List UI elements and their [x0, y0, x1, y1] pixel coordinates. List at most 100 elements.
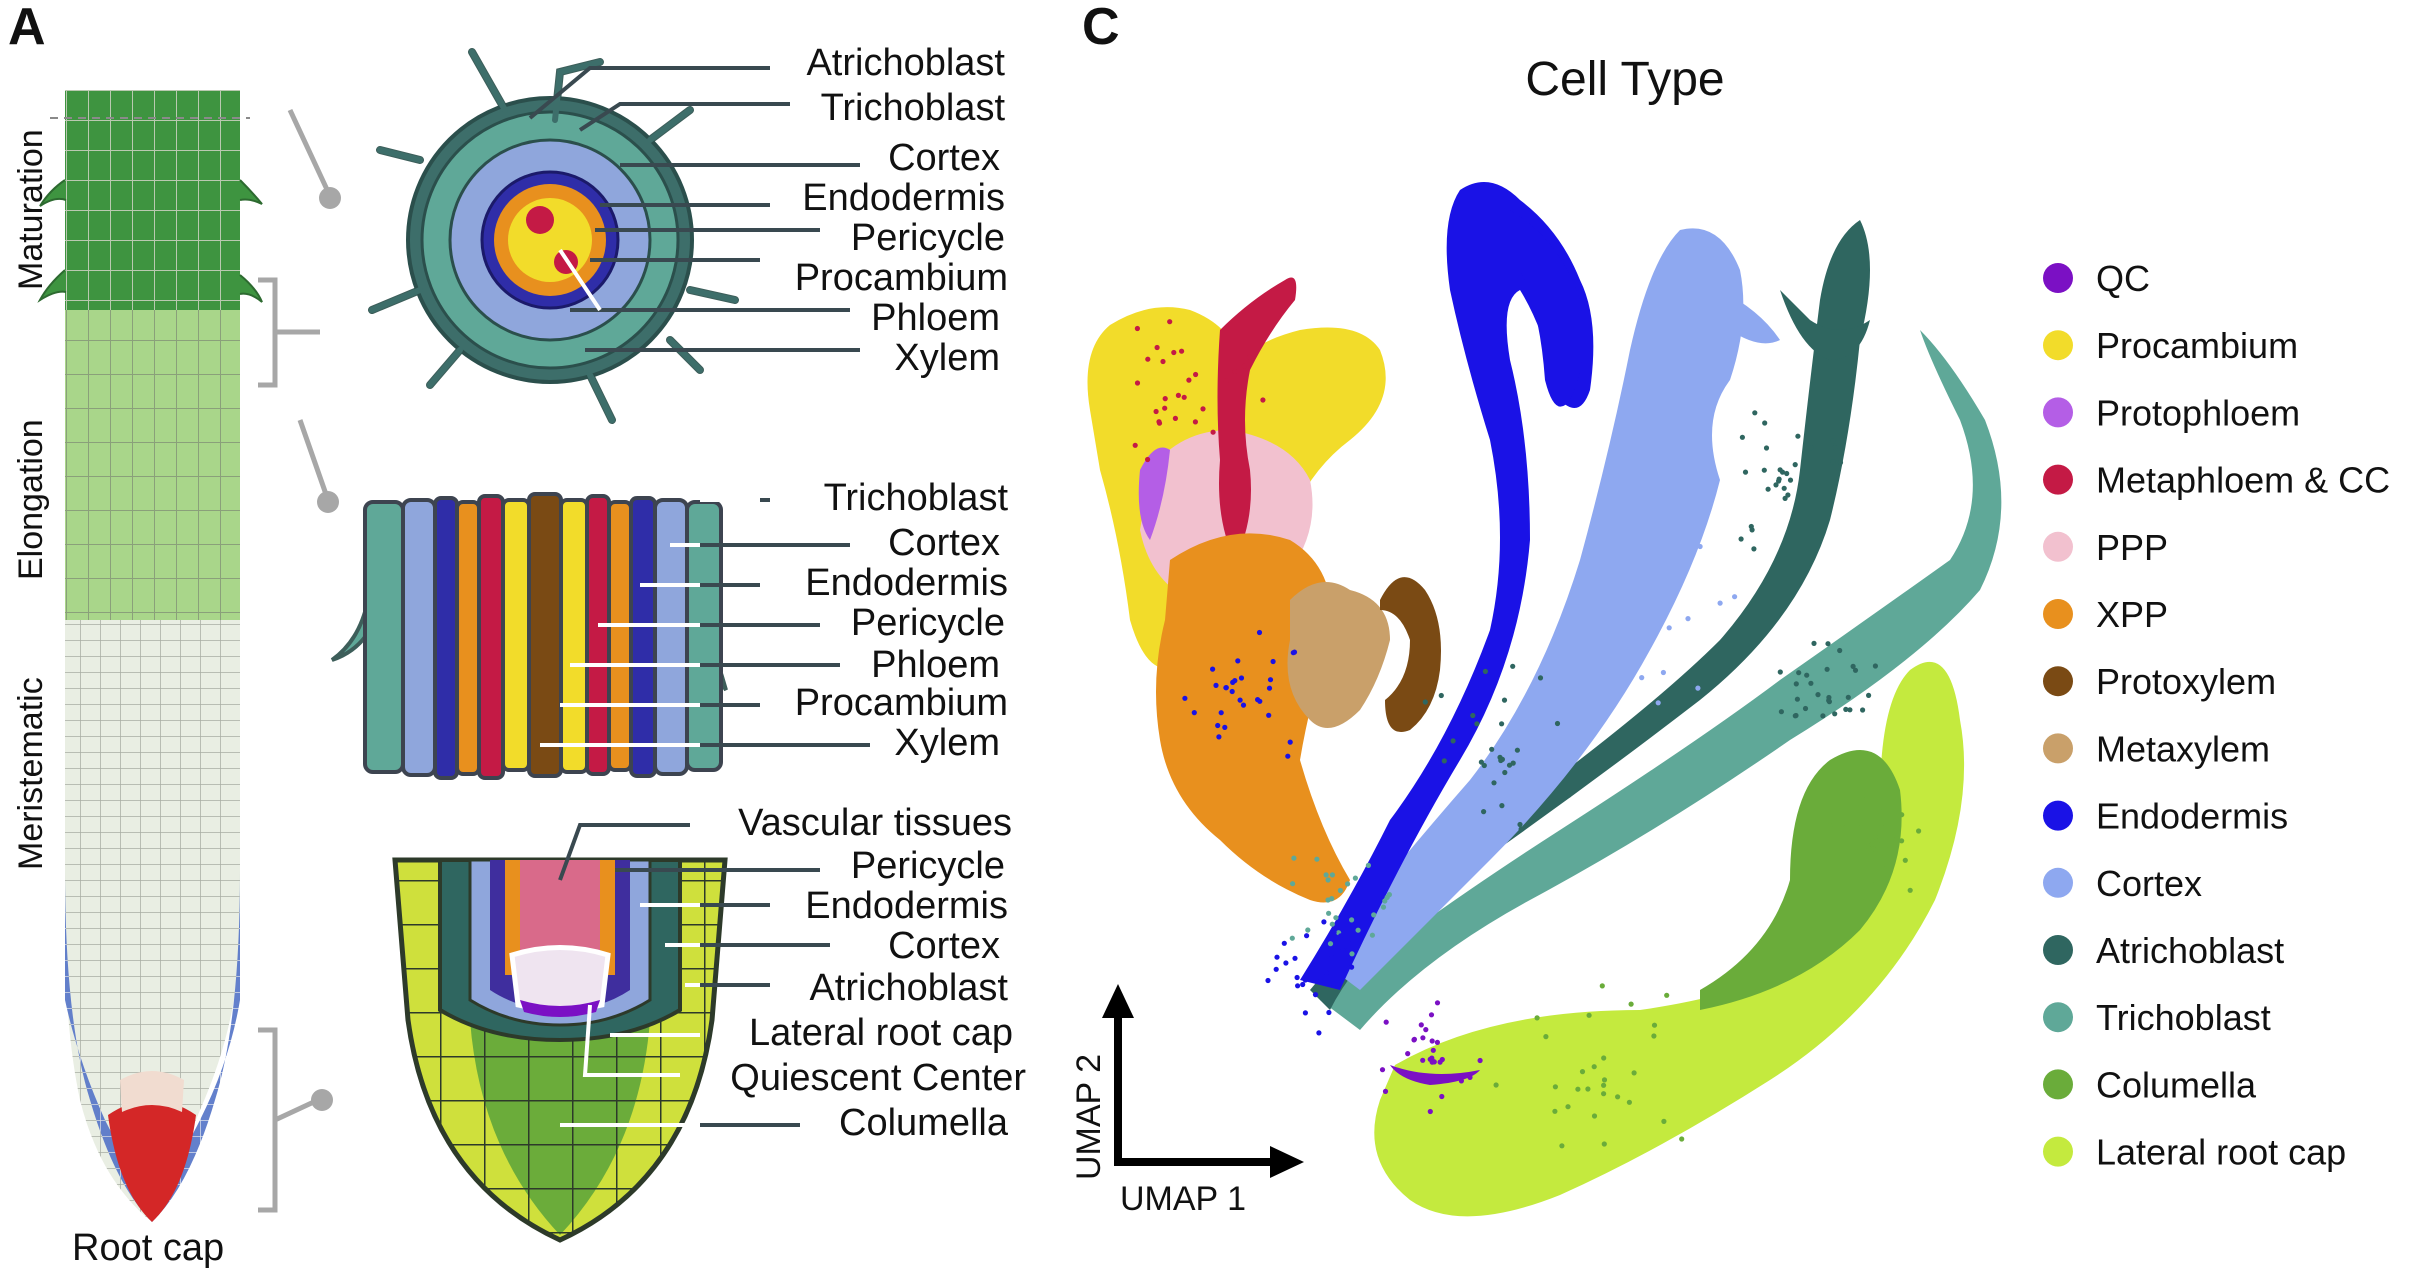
- scatter-point: [1371, 912, 1376, 917]
- scatter-point: [1618, 640, 1623, 645]
- legend-swatch: [2043, 1069, 2073, 1099]
- scatter-point: [1825, 641, 1830, 646]
- scatter-point: [1489, 747, 1494, 752]
- scatter-point: [1292, 650, 1297, 655]
- scatter-point: [1826, 698, 1831, 703]
- scatter-point: [1796, 670, 1801, 675]
- scatter-point: [1290, 881, 1295, 886]
- scatter-point: [1435, 1000, 1440, 1005]
- label-phloem-elong: Phloem: [871, 644, 1000, 686]
- scatter-point: [1651, 624, 1656, 629]
- scatter-point: [1880, 863, 1885, 868]
- scatter-point: [1428, 1109, 1433, 1114]
- scatter-point: [1438, 1060, 1443, 1065]
- scatter-point: [1451, 738, 1456, 743]
- scatter-point: [1718, 601, 1723, 606]
- scatter-point: [1632, 1070, 1637, 1075]
- scatter-point: [1585, 1086, 1590, 1091]
- scatter-point: [1232, 369, 1237, 374]
- label-atrichoblast-tip: Atrichoblast: [809, 967, 1008, 1009]
- scatter-point: [1732, 594, 1737, 599]
- scatter-point: [1740, 435, 1745, 440]
- scatter-point: [1639, 675, 1644, 680]
- legend-swatch: [2043, 733, 2073, 763]
- scatter-point: [1230, 680, 1235, 685]
- legend-swatch: [2043, 868, 2073, 898]
- scatter-point: [1543, 1034, 1548, 1039]
- label-vascular-tissues: Vascular tissues: [738, 802, 1012, 844]
- scatter-point: [1510, 664, 1515, 669]
- scatter-point: [1216, 734, 1221, 739]
- cluster-protoxylem: [1380, 577, 1441, 732]
- scatter-point: [1186, 378, 1191, 383]
- cell-type-legend: QCProcambiumProtophloemMetaphloem & CCPP…: [2043, 258, 2390, 1173]
- label-pericycle-elong: Pericycle: [851, 602, 1005, 644]
- legend-label: Cortex: [2096, 863, 2202, 904]
- scatter-point: [1847, 707, 1852, 712]
- label-trichoblast: Trichoblast: [821, 87, 1006, 129]
- panel-c-letter: C: [1082, 0, 1120, 56]
- scatter-point: [1580, 1069, 1585, 1074]
- scatter-point: [1664, 993, 1669, 998]
- scatter-point: [1268, 677, 1273, 682]
- scatter-point: [1519, 827, 1524, 832]
- umap-scatter: [1088, 182, 2002, 1216]
- scatter-point: [1295, 983, 1300, 988]
- scatter-point: [1439, 1094, 1444, 1099]
- scatter-point: [1679, 1136, 1684, 1141]
- scatter-point: [1193, 419, 1198, 424]
- scatter-point: [1867, 861, 1872, 866]
- scatter-point: [1908, 888, 1913, 893]
- scatter-point: [1182, 395, 1187, 400]
- scatter-point: [1828, 823, 1833, 828]
- scatter-point: [1222, 725, 1227, 730]
- scatter-point: [1285, 754, 1290, 759]
- label-phloem: Phloem: [871, 297, 1000, 339]
- scatter-point: [1330, 872, 1335, 877]
- scatter-point: [1785, 492, 1790, 497]
- scatter-point: [1830, 438, 1835, 443]
- scatter-point: [1636, 617, 1641, 622]
- scatter-point: [1764, 445, 1769, 450]
- scatter-point: [1420, 1058, 1425, 1063]
- scatter-point: [1640, 622, 1645, 627]
- scatter-point: [1601, 1055, 1606, 1060]
- scatter-point: [1607, 634, 1612, 639]
- scatter-point: [1242, 363, 1247, 368]
- scatter-point: [1788, 478, 1793, 483]
- scatter-point: [1332, 930, 1337, 935]
- scatter-point: [1349, 917, 1354, 922]
- scatter-point: [1238, 698, 1243, 703]
- tip-labels: Vascular tissues Pericycle Endodermis Co…: [730, 802, 1026, 1144]
- root-tip-section: [395, 860, 725, 1240]
- scatter-point: [1846, 695, 1851, 700]
- scatter-point: [1283, 960, 1288, 965]
- scatter-point: [1491, 780, 1496, 785]
- legend-swatch: [2043, 263, 2073, 293]
- scatter-point: [1648, 617, 1653, 622]
- maturation-labels: Atrichoblast Trichoblast Cortex Endoderm…: [795, 42, 1008, 379]
- scatter-point: [1793, 713, 1798, 718]
- scatter-point: [1498, 758, 1503, 763]
- scatter-point: [1499, 803, 1504, 808]
- scatter-point: [1894, 833, 1899, 838]
- scatter-point: [1762, 420, 1767, 425]
- scatter-point: [1282, 941, 1287, 946]
- scatter-point: [1685, 616, 1690, 621]
- scatter-point: [1659, 550, 1664, 555]
- scatter-point: [1838, 460, 1843, 465]
- scatter-point: [1859, 825, 1864, 830]
- scatter-point: [1154, 409, 1159, 414]
- scatter-point: [1793, 462, 1798, 467]
- scatter-point: [1326, 911, 1331, 916]
- scatter-point: [1739, 536, 1744, 541]
- scatter-point: [1314, 857, 1319, 862]
- scatter-point: [1224, 685, 1229, 690]
- legend-label: QC: [2096, 258, 2150, 299]
- scatter-point: [1602, 1141, 1607, 1146]
- scatter-point: [1176, 393, 1181, 398]
- scatter-point: [1326, 877, 1331, 882]
- scatter-point: [1866, 693, 1871, 698]
- scatter-point: [1615, 556, 1620, 561]
- scatter-point: [1878, 809, 1883, 814]
